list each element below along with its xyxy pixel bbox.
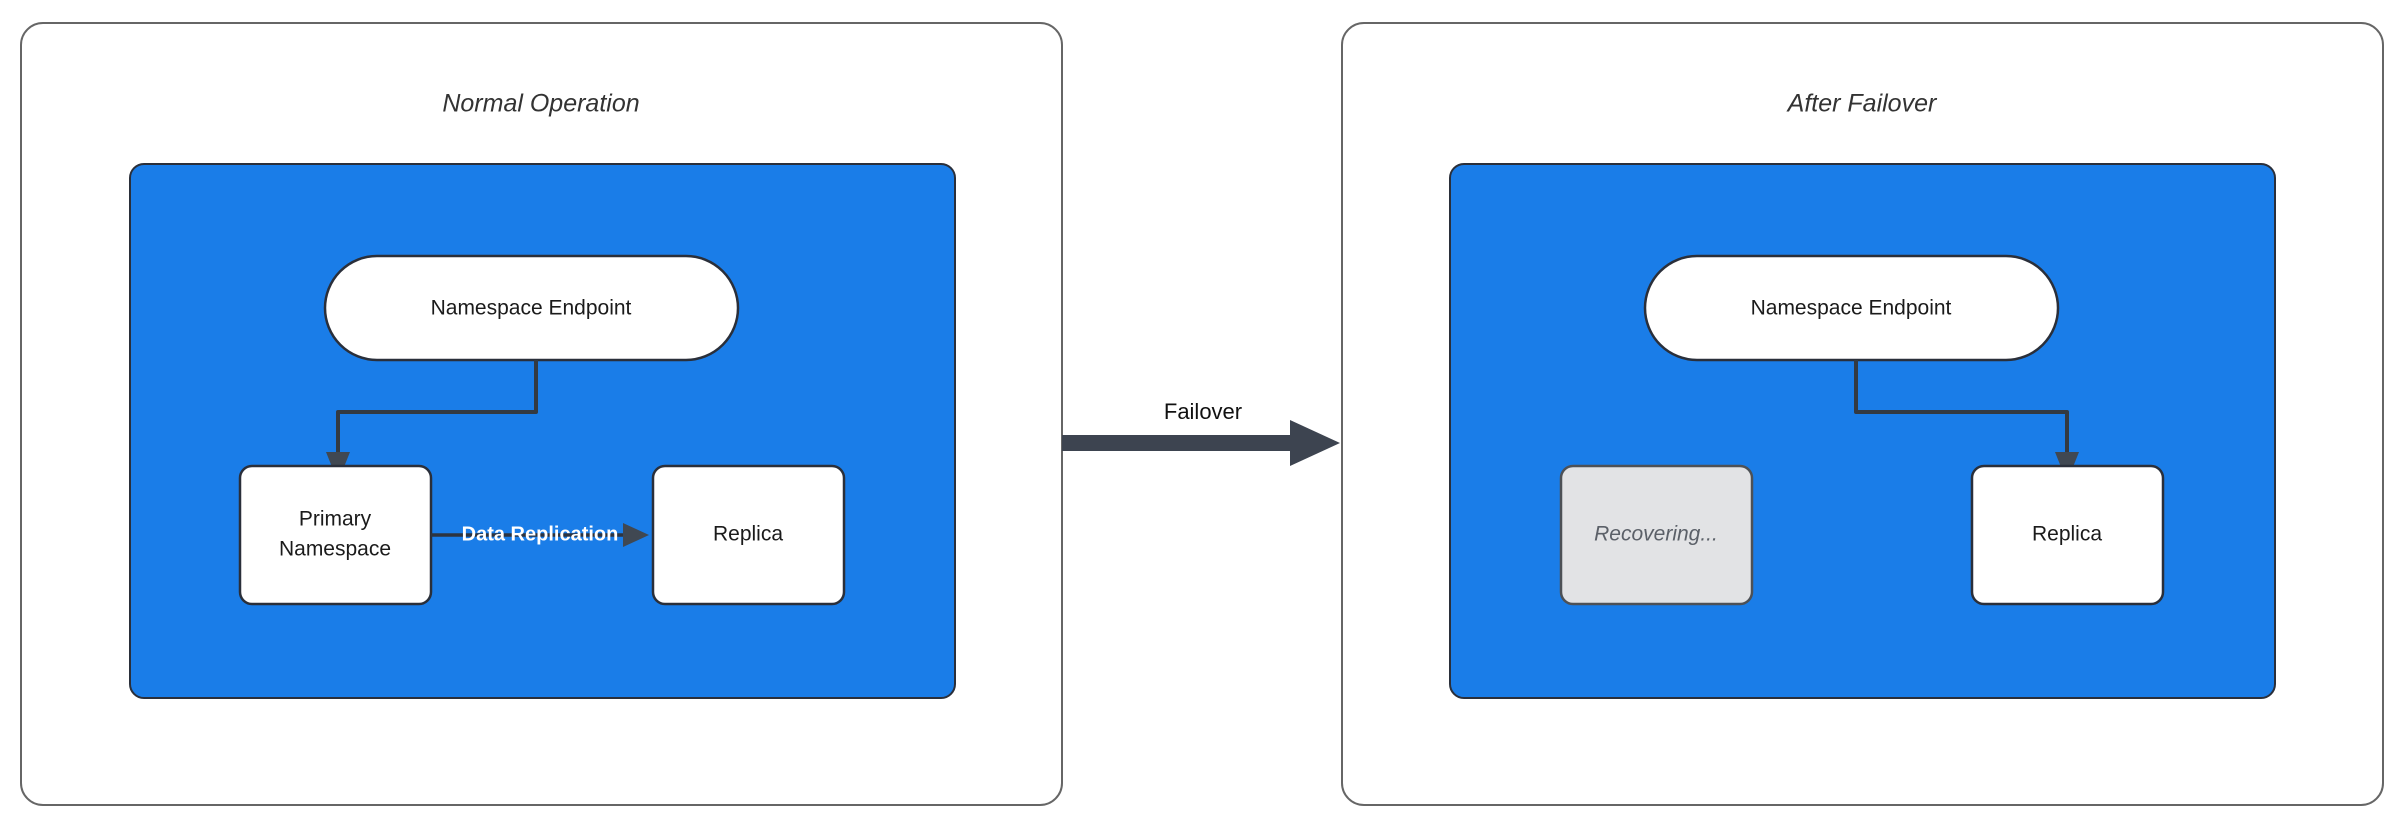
transition-label-failover: Failover bbox=[1164, 399, 1242, 424]
node-replica-left[interactable]: Replica bbox=[651, 464, 846, 606]
node-label-replica-right: Replica bbox=[2032, 523, 2102, 546]
node-label-namespace-endpoint-right: Namespace Endpoint bbox=[1751, 297, 1952, 320]
panel-after-failover: After Failover Namespace Endpoint Recove… bbox=[1341, 22, 2384, 806]
node-namespace-endpoint-left[interactable]: Namespace Endpoint bbox=[323, 254, 740, 362]
node-shape-replica-left bbox=[651, 464, 846, 606]
node-shape-recovering-namespace bbox=[1559, 464, 1754, 606]
node-label-recovering-namespace: Recovering... bbox=[1594, 523, 1718, 546]
edge-path-endpoint-to-primary bbox=[336, 360, 538, 452]
edge-primary-to-replica: Data Replication bbox=[431, 523, 649, 547]
edge-label-data-replication: Data Replication bbox=[462, 523, 619, 545]
node-shape-replica-right bbox=[1970, 464, 2165, 606]
transition-arrow-shaft bbox=[1062, 435, 1308, 451]
transition-failover: Failover bbox=[1062, 399, 1340, 466]
panel-title-after-failover: After Failover bbox=[1786, 90, 1938, 118]
node-label-namespace-endpoint-left: Namespace Endpoint bbox=[431, 297, 632, 320]
cluster-box-normal-operation bbox=[129, 163, 956, 699]
node-replica-right[interactable]: Replica bbox=[1970, 464, 2165, 606]
node-namespace-endpoint-right[interactable]: Namespace Endpoint bbox=[1643, 254, 2060, 362]
panel-title-normal-operation: Normal Operation bbox=[442, 90, 639, 118]
node-label-primary-namespace-line2: Namespace bbox=[279, 538, 391, 561]
panel-normal-operation: Normal Operation Namespace Endpoint Prim… bbox=[20, 22, 1063, 806]
node-shape-pill-right bbox=[1643, 254, 2060, 362]
node-label-replica-left: Replica bbox=[713, 523, 783, 546]
edge-path-endpoint-to-replica-right bbox=[1854, 360, 2069, 452]
node-label-primary-namespace-line1: Primary bbox=[299, 508, 372, 531]
node-shape-pill-left bbox=[323, 254, 740, 362]
node-shape-primary-namespace bbox=[238, 464, 433, 606]
cluster-box-after-failover bbox=[1449, 163, 2276, 699]
transition-arrow-head bbox=[1290, 420, 1340, 466]
node-primary-namespace[interactable]: Primary Namespace bbox=[238, 464, 433, 606]
node-recovering-namespace[interactable]: Recovering... bbox=[1559, 464, 1754, 606]
edge-arrowhead-data-replication bbox=[623, 523, 649, 547]
